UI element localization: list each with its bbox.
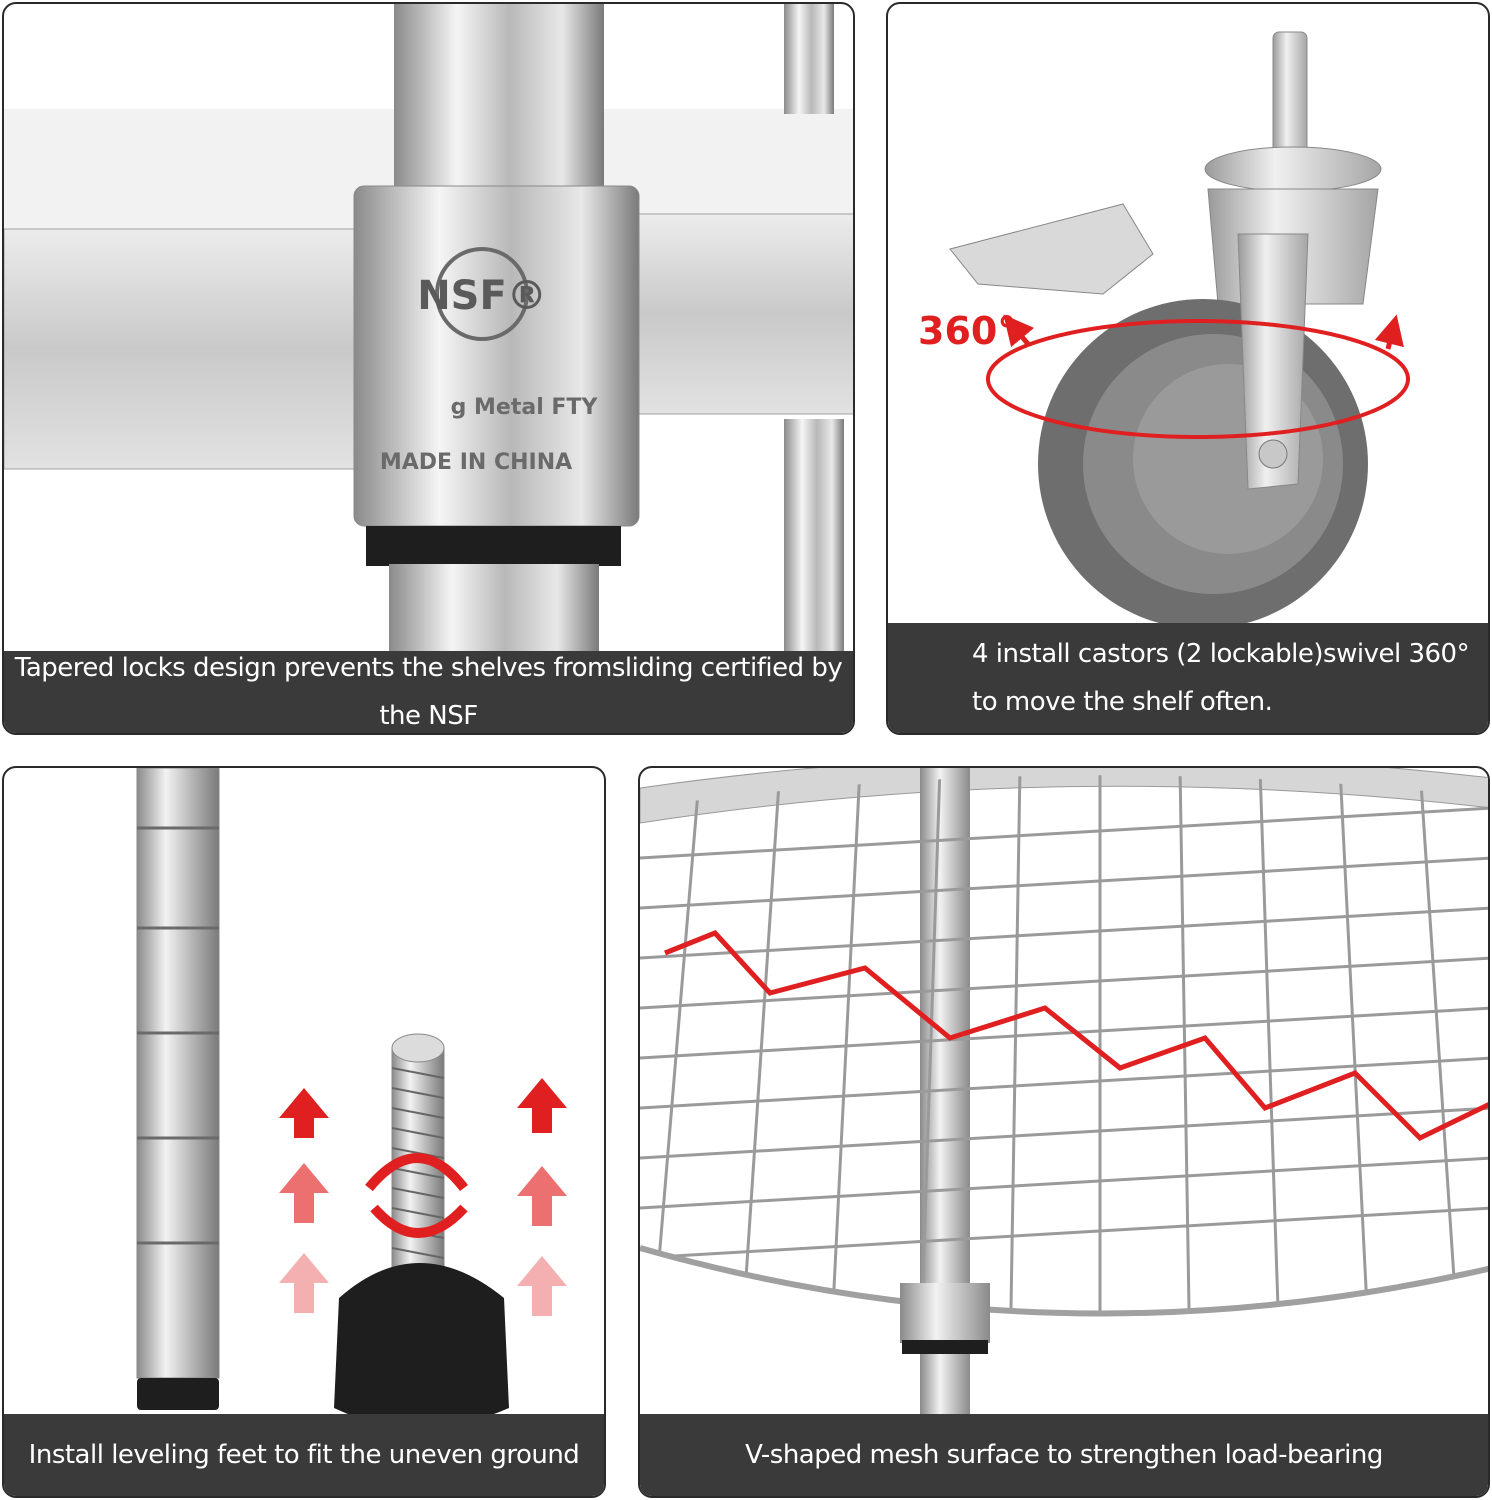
caption-text: Install leveling feet to fit the uneven … xyxy=(28,1440,580,1470)
caption-text: V-shaped mesh surface to strengthen load… xyxy=(745,1440,1383,1470)
mesh-illustration xyxy=(640,768,1488,1496)
tapered-lock-illustration: NSF® g Metal FTY MADE IN CHINA xyxy=(4,4,853,659)
caption-line2: to move the shelf often. xyxy=(972,687,1273,717)
caption-bar: Tapered locks design prevents the shelve… xyxy=(4,651,853,733)
caption-bar: Install leveling feet to fit the uneven … xyxy=(4,1414,604,1496)
engraving-line2: MADE IN CHINA xyxy=(380,450,572,475)
caption-bar: 4 install castors (2 lockable)swivel 360… xyxy=(888,623,1488,733)
panel-castors: 360° 4 install castors (2 lockable)swive… xyxy=(886,2,1490,735)
v-shape-highlight xyxy=(664,930,1488,1142)
castor-illustration: 360° xyxy=(918,31,1410,629)
panel-leveling-feet: Install leveling feet to fit the uneven … xyxy=(2,766,606,1498)
nsf-logo: NSF® xyxy=(417,273,547,319)
rotation-label: 360° xyxy=(918,309,1016,353)
caption-bar: V-shaped mesh surface to strengthen load… xyxy=(640,1414,1488,1496)
caption-text: Tapered locks design prevents the shelve… xyxy=(14,653,843,731)
panel-mesh-surface: V-shaped mesh surface to strengthen load… xyxy=(638,766,1490,1498)
leveling-foot-illustration xyxy=(136,768,567,1428)
engraving-line1: g Metal FTY xyxy=(451,395,599,420)
caption-line1: 4 install castors (2 lockable)swivel 360… xyxy=(972,639,1470,669)
panel-tapered-locks: NSF® g Metal FTY MADE IN CHINA Tapered l… xyxy=(2,2,855,735)
